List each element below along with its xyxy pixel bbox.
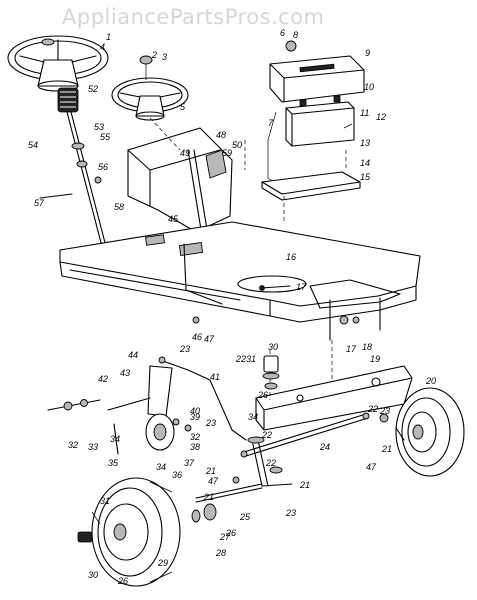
part-number-label: 13 [360, 138, 370, 148]
part-number-label: 26 [117, 576, 128, 586]
part-number-label: 30 [268, 342, 278, 352]
part-number-label: 22 [235, 354, 246, 364]
battery-box [269, 40, 365, 103]
battery-tray [261, 150, 361, 224]
part-number-label: 11 [360, 108, 369, 118]
part-number-label: 45 [168, 214, 179, 224]
part-number-label: 27 [219, 532, 231, 542]
part-number-label: 23 [379, 406, 390, 416]
part-number-label: 5 [180, 102, 186, 112]
part-number-label: 31 [100, 496, 110, 506]
part-number-label: 18 [362, 342, 372, 352]
part-number-label: 15 [360, 172, 371, 182]
part-number-label: 47 [208, 476, 219, 486]
part-number-label: 19 [370, 354, 380, 364]
part-number-label: 22 [261, 430, 272, 440]
part-number-label: 23 [205, 418, 216, 428]
drag-link [158, 356, 247, 441]
part-number-label: 59 [222, 148, 232, 158]
part-number-label: 21 [205, 466, 216, 476]
part-number-label: 8 [293, 30, 298, 40]
part-number-label: 39 [190, 412, 200, 422]
part-number-label: 47 [204, 334, 215, 344]
part-number-label: 34 [110, 434, 120, 444]
part-number-label: 41 [210, 372, 220, 382]
part-number-label: 32 [68, 440, 78, 450]
steering-arm [107, 365, 192, 455]
tie-rod [240, 412, 370, 458]
part-number-label: 9 [365, 48, 370, 58]
spindle [195, 436, 293, 503]
part-number-label: 25 [239, 512, 251, 522]
part-number-label: 44 [128, 350, 138, 360]
part-number-label: 42 [98, 374, 108, 384]
part-number-label: 21 [381, 444, 392, 454]
part-number-label: 56 [98, 162, 108, 172]
part-number-label: 22 [265, 458, 276, 468]
front-wheel-right [379, 387, 465, 477]
part-number-label: 24 [319, 442, 330, 452]
part-number-label: 46 [192, 332, 202, 342]
part-number-label: 29 [157, 558, 168, 568]
part-number-label: 1 [106, 32, 111, 42]
part-number-label: 49 [180, 148, 190, 158]
part-number-label: 23 [179, 344, 190, 354]
gear [57, 87, 79, 113]
part-number-label: 17 [346, 344, 357, 354]
part-number-label: 21 [203, 492, 214, 502]
part-number-label: 23 [285, 508, 296, 518]
part-number-label: 22 [367, 404, 378, 414]
part-number-label: 50 [232, 140, 242, 150]
steering-wheel-small [111, 55, 189, 121]
part-number-label: 54 [28, 140, 38, 150]
part-number-label: 36 [172, 470, 182, 480]
part-number-label: 20 [425, 376, 436, 386]
steering-wheel-large [7, 35, 109, 92]
part-number-label: 33 [88, 442, 98, 452]
part-number-label: 7 [268, 118, 274, 128]
part-number-label: 52 [88, 84, 98, 94]
fasteners [47, 243, 360, 411]
pivot-bar [262, 355, 280, 390]
part-number-label: 21 [299, 480, 310, 490]
part-number-label: 30 [88, 570, 98, 580]
part-number-label: 2 [151, 50, 157, 60]
part-number-label: 10 [364, 82, 374, 92]
part-number-label: 34 [156, 462, 166, 472]
steering-column-support [127, 117, 233, 249]
part-number-label: 57 [34, 198, 45, 208]
part-number-label: 31 [246, 354, 256, 364]
part-number-label: 28 [215, 548, 226, 558]
part-number-label: 17 [296, 282, 307, 292]
part-number-label: 37 [184, 458, 195, 468]
part-number-label: 12 [376, 112, 386, 122]
part-number-label: 43 [120, 368, 130, 378]
steering-shaft [39, 111, 111, 263]
watermark: AppliancePartsPros.com [62, 5, 325, 29]
part-number-label: 32 [190, 432, 200, 442]
frame [59, 221, 421, 341]
part-number-label: 34 [248, 412, 258, 422]
front-axle [255, 340, 413, 431]
front-wheel-left [77, 477, 217, 587]
part-number-label: 48 [216, 130, 226, 140]
part-number-label: 26 [257, 390, 268, 400]
part-number-label: 58 [114, 202, 124, 212]
part-number-label: 14 [360, 158, 370, 168]
battery [267, 95, 355, 185]
part-number-label: 4 [100, 42, 105, 52]
part-number-label: 35 [108, 458, 119, 468]
part-number-label: 53 [94, 122, 104, 132]
part-number-label: 6 [280, 28, 285, 38]
part-number-label: 38 [190, 442, 200, 452]
part-number-label: 55 [100, 132, 111, 142]
part-number-label: 26 [225, 528, 236, 538]
part-number-label: 3 [162, 52, 167, 62]
part-number-label: 16 [286, 252, 296, 262]
part-number-label: 40 [190, 406, 200, 416]
part-number-label: 47 [366, 462, 377, 472]
